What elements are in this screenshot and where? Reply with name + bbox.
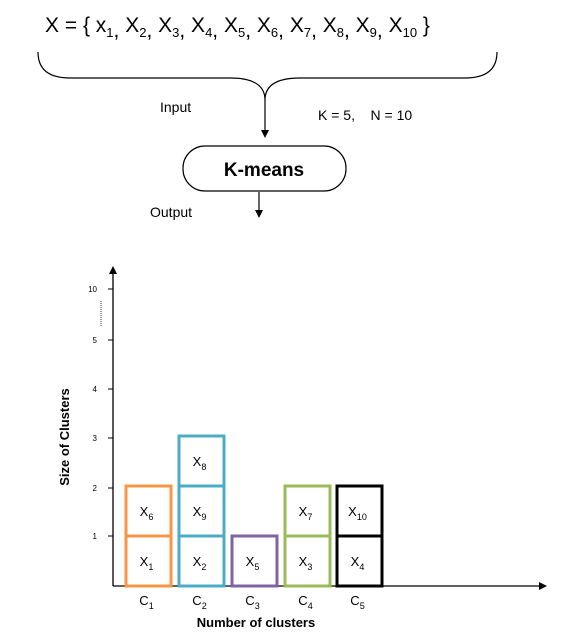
x-tick-labels: C1 C2 C3 C4 C5: [139, 593, 364, 611]
cluster-member-label: X1: [140, 554, 154, 572]
x-tick-label: C2: [192, 593, 206, 611]
cluster-member-label: X2: [193, 554, 207, 572]
input-brace: [37, 51, 498, 101]
x-tick-label: C5: [350, 593, 364, 611]
y-tick-label: 4: [93, 385, 98, 394]
cluster-cell: [124, 484, 173, 538]
cluster-cell: [335, 534, 384, 588]
params-label: K = 5, N = 10: [318, 107, 412, 123]
cluster-member-label: X6: [140, 504, 154, 522]
kmeans-node: [182, 145, 347, 192]
x-tick-label: C4: [298, 593, 312, 611]
cluster-member-label: X10: [348, 504, 367, 522]
y-tick-label: 10: [88, 285, 97, 294]
cluster-cell: [177, 534, 226, 588]
cluster-member-label: X9: [193, 504, 207, 522]
cluster-cell: [283, 534, 332, 588]
data-set-text: X = { x1, X2, X3, X4, X5, X6, X7, X8, X9…: [45, 14, 430, 42]
cluster-cell: [177, 434, 226, 488]
cluster-cell: [177, 484, 226, 538]
x-tick-label: C3: [245, 593, 259, 611]
output-label: Output: [150, 204, 192, 220]
cluster-member-label: X7: [299, 504, 313, 522]
input-label: Input: [160, 99, 191, 115]
cluster-cell: [283, 484, 332, 538]
cluster-cell: [230, 534, 279, 588]
y-tick-label: 3: [93, 434, 98, 443]
cluster-cell: [124, 534, 173, 588]
cluster-member-label: X4: [351, 554, 365, 572]
cluster-cell: [335, 484, 384, 538]
cluster-member-label: X5: [246, 554, 260, 572]
y-tick-label: 5: [93, 336, 98, 345]
y-axis-title: Size of Clusters: [57, 388, 72, 486]
y-tick-label: 2: [93, 484, 98, 493]
x-tick-label: C1: [139, 593, 153, 611]
x-axis-title: Number of clusters: [197, 615, 315, 630]
cluster-member-label: X3: [299, 554, 313, 572]
cluster-member-label: X8: [193, 454, 207, 472]
data-set: X = { x1, X2, X3, X4, X5, X6, X7, X8, X9…: [45, 14, 430, 42]
kmeans-label: K-means: [224, 160, 304, 181]
y-tick-label: 1: [93, 532, 98, 541]
y-ticks: 1 2 3 4 5 10: [88, 285, 113, 541]
